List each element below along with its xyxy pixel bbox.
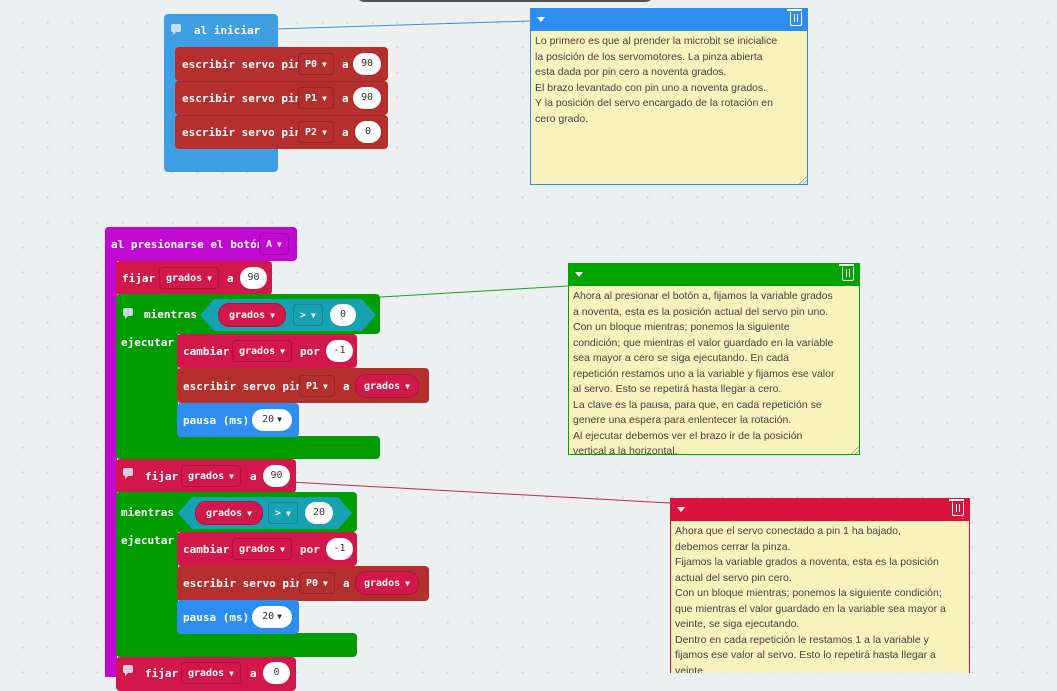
value-input[interactable]: 0 bbox=[330, 304, 356, 326]
servo-write-label: escribir servo pin bbox=[182, 92, 302, 105]
to-label: a bbox=[342, 92, 349, 105]
variable-dropdown[interactable]: grados▼ bbox=[181, 465, 241, 487]
do-label: ejecutar bbox=[121, 336, 174, 349]
resize-handle[interactable] bbox=[851, 446, 859, 454]
value-input[interactable]: -1 bbox=[326, 340, 353, 362]
variable-dropdown[interactable]: grados▼ bbox=[232, 538, 292, 560]
servo-write-label: escribir servo pin bbox=[182, 58, 302, 71]
to-label: a bbox=[343, 577, 350, 590]
by-label: por bbox=[300, 345, 320, 358]
pause-dropdown[interactable]: 20▼ bbox=[252, 409, 292, 431]
pin-dropdown[interactable]: P1▼ bbox=[299, 375, 335, 397]
to-label: a bbox=[342, 58, 349, 71]
value-input[interactable]: 20 bbox=[305, 502, 333, 524]
trash-icon[interactable] bbox=[839, 264, 854, 281]
comment-header[interactable] bbox=[569, 264, 859, 286]
operator-dropdown[interactable]: >▼ bbox=[268, 502, 298, 524]
comment-icon[interactable] bbox=[123, 468, 133, 479]
while-label: mientras bbox=[144, 308, 197, 321]
comment-note[interactable]: Ahora que el servo conectado a pin 1 ha … bbox=[670, 498, 970, 673]
do-label: ejecutar bbox=[121, 534, 174, 547]
variable-dropdown[interactable]: grados▼ bbox=[232, 340, 292, 362]
angle-input[interactable]: 0 bbox=[355, 121, 381, 143]
while-spine bbox=[116, 330, 178, 440]
pin-dropdown[interactable]: P0▼ bbox=[299, 572, 335, 594]
value-input[interactable]: 90 bbox=[240, 267, 267, 289]
while-label: mientras bbox=[121, 506, 174, 519]
trash-icon[interactable] bbox=[949, 499, 964, 516]
servo-write-label: escribir servo pin bbox=[183, 380, 303, 393]
trash-icon[interactable] bbox=[787, 9, 802, 26]
pause-label: pausa (ms) bbox=[183, 414, 250, 427]
pause-label: pausa (ms) bbox=[183, 611, 250, 624]
set-label: fijar bbox=[145, 667, 179, 680]
to-label: a bbox=[343, 380, 350, 393]
to-label: a bbox=[227, 272, 234, 285]
servo-write-block[interactable] bbox=[175, 115, 388, 149]
while-spine bbox=[116, 528, 178, 638]
comment-connectors bbox=[274, 20, 671, 504]
set-label: fijar bbox=[122, 272, 156, 285]
angle-input[interactable]: 90 bbox=[353, 87, 381, 109]
set-label: fijar bbox=[145, 470, 179, 483]
servo-write-block[interactable] bbox=[175, 81, 388, 115]
variable-reporter[interactable]: grados▼ bbox=[355, 374, 419, 398]
comment-icon[interactable] bbox=[123, 308, 133, 319]
variable-dropdown[interactable]: grados▼ bbox=[159, 267, 219, 289]
pin-dropdown[interactable]: P0▼ bbox=[298, 53, 334, 75]
on-button-label: al presionarse el botón bbox=[111, 238, 264, 251]
while-footer bbox=[116, 633, 357, 657]
to-label: a bbox=[250, 667, 257, 680]
collapse-icon[interactable] bbox=[677, 507, 685, 512]
angle-input[interactable]: 90 bbox=[353, 53, 381, 75]
value-input[interactable]: -1 bbox=[326, 538, 353, 560]
servo-write-label: escribir servo pin bbox=[183, 577, 303, 590]
variable-reporter[interactable]: grados▼ bbox=[195, 501, 263, 525]
comment-header[interactable] bbox=[531, 9, 807, 31]
on-button-block[interactable] bbox=[105, 227, 117, 677]
operator-dropdown[interactable]: >▼ bbox=[293, 304, 323, 326]
change-label: cambiar bbox=[183, 345, 230, 358]
to-label: a bbox=[250, 470, 257, 483]
value-input[interactable]: 90 bbox=[263, 465, 290, 487]
pin-dropdown[interactable]: P2▼ bbox=[298, 121, 334, 143]
comment-header[interactable] bbox=[671, 499, 969, 521]
comment-text[interactable]: Ahora que el servo conectado a pin 1 ha … bbox=[675, 525, 946, 673]
variable-reporter[interactable]: grados▼ bbox=[355, 571, 419, 595]
button-dropdown[interactable]: A▼ bbox=[259, 233, 289, 255]
comment-note[interactable]: Lo primero es que al prender la microbit… bbox=[530, 8, 808, 185]
comment-note[interactable]: Ahora al presionar el botón a, fijamos l… bbox=[568, 263, 860, 455]
servo-write-block[interactable] bbox=[175, 47, 388, 81]
variable-reporter[interactable]: grados▼ bbox=[218, 303, 286, 327]
on-start-label: al iniciar bbox=[194, 24, 261, 37]
while-footer bbox=[116, 436, 380, 459]
by-label: por bbox=[300, 543, 320, 556]
servo-write-label: escribir servo pin bbox=[182, 126, 302, 139]
comment-text[interactable]: Lo primero es que al prender la microbit… bbox=[535, 35, 778, 125]
variable-dropdown[interactable]: grados▼ bbox=[181, 662, 241, 684]
resize-handle[interactable] bbox=[799, 176, 807, 184]
value-input[interactable]: 0 bbox=[263, 662, 290, 684]
to-label: a bbox=[342, 126, 349, 139]
pin-dropdown[interactable]: P1▼ bbox=[298, 87, 334, 109]
change-label: cambiar bbox=[183, 543, 230, 556]
comment-icon[interactable] bbox=[123, 665, 133, 676]
collapse-icon[interactable] bbox=[575, 272, 583, 277]
comment-icon[interactable] bbox=[171, 24, 181, 35]
pause-dropdown[interactable]: 20▼ bbox=[252, 606, 292, 628]
collapse-icon[interactable] bbox=[537, 17, 545, 22]
comment-text[interactable]: Ahora al presionar el botón a, fijamos l… bbox=[573, 290, 835, 455]
